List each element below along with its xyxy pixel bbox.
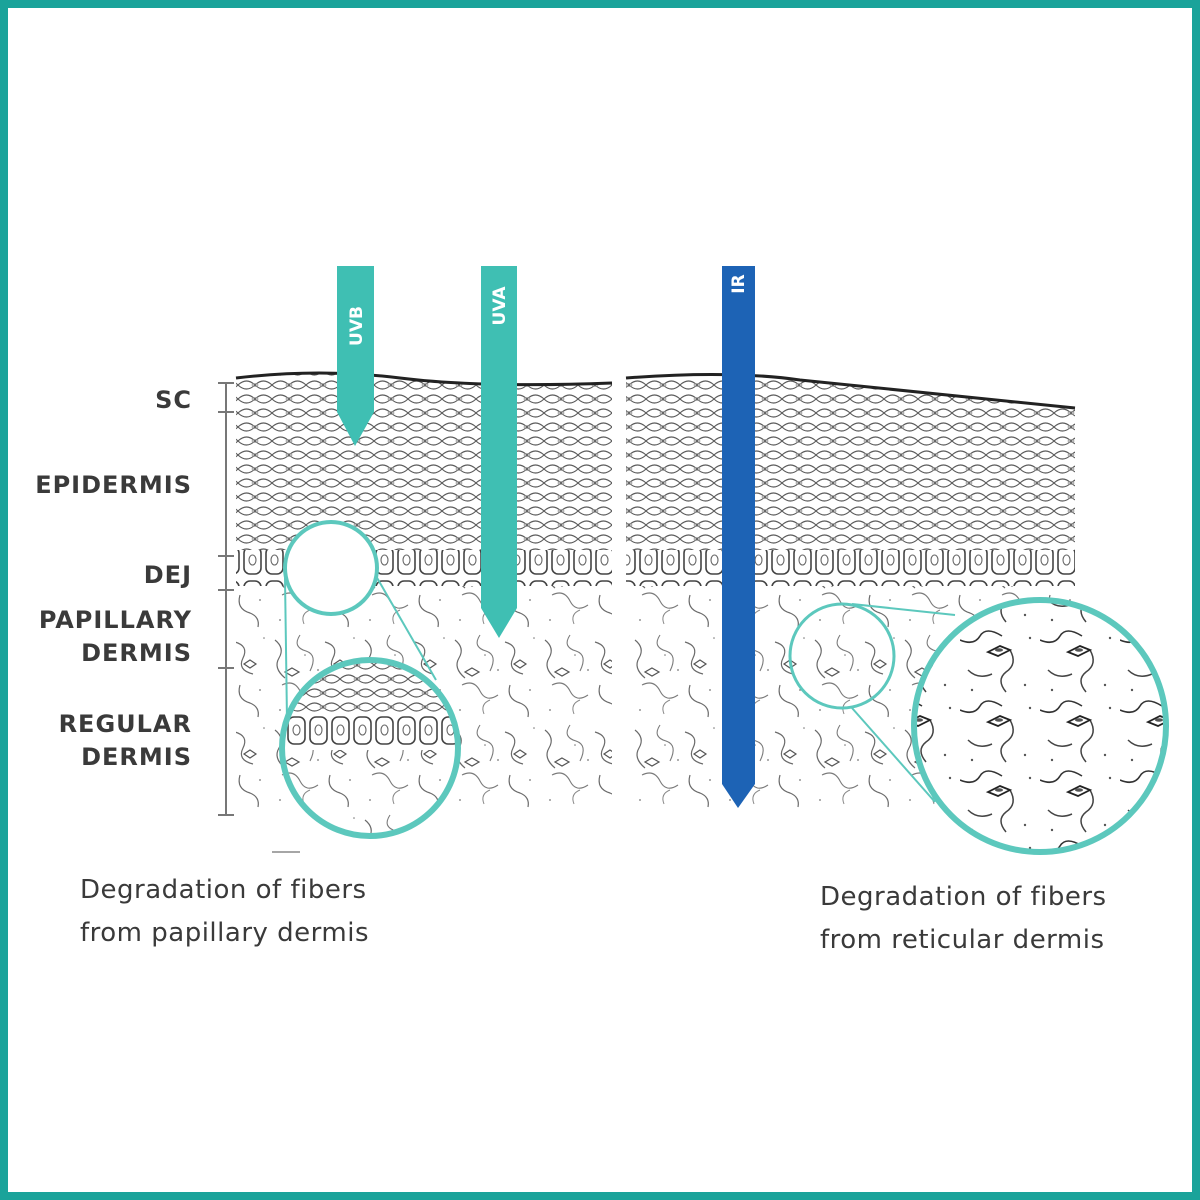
right-skin-surface: [625, 372, 1076, 410]
magnifier-reticular: [788, 597, 1169, 855]
caption-left-line1: Degradation of fibers: [80, 875, 367, 905]
label-dej: DEJ: [144, 561, 192, 589]
left-skin-surface: [235, 371, 613, 387]
ir-probe: IR: [722, 266, 755, 808]
label-papillary-line1: PAPILLARY: [39, 606, 192, 634]
caption-right-line1: Degradation of fibers: [820, 882, 1107, 912]
label-papillary-line2: DERMIS: [81, 639, 192, 667]
uva-probe: UVA: [481, 266, 517, 638]
label-epidermis: EPIDERMIS: [35, 471, 192, 499]
ir-probe-label: IR: [729, 274, 749, 293]
label-sc: SC: [155, 386, 192, 414]
caption-right-line2: from reticular dermis: [820, 925, 1105, 955]
label-regular-line2: DERMIS: [81, 743, 192, 771]
uvb-probe-label: UVB: [347, 306, 367, 346]
label-regular-line1: REGULAR: [59, 710, 192, 738]
layer-ruler: [218, 382, 234, 816]
uvb-probe: UVB: [337, 266, 374, 446]
uva-probe-label: UVA: [490, 286, 510, 326]
caption-left-line2: from papillary dermis: [80, 918, 369, 948]
